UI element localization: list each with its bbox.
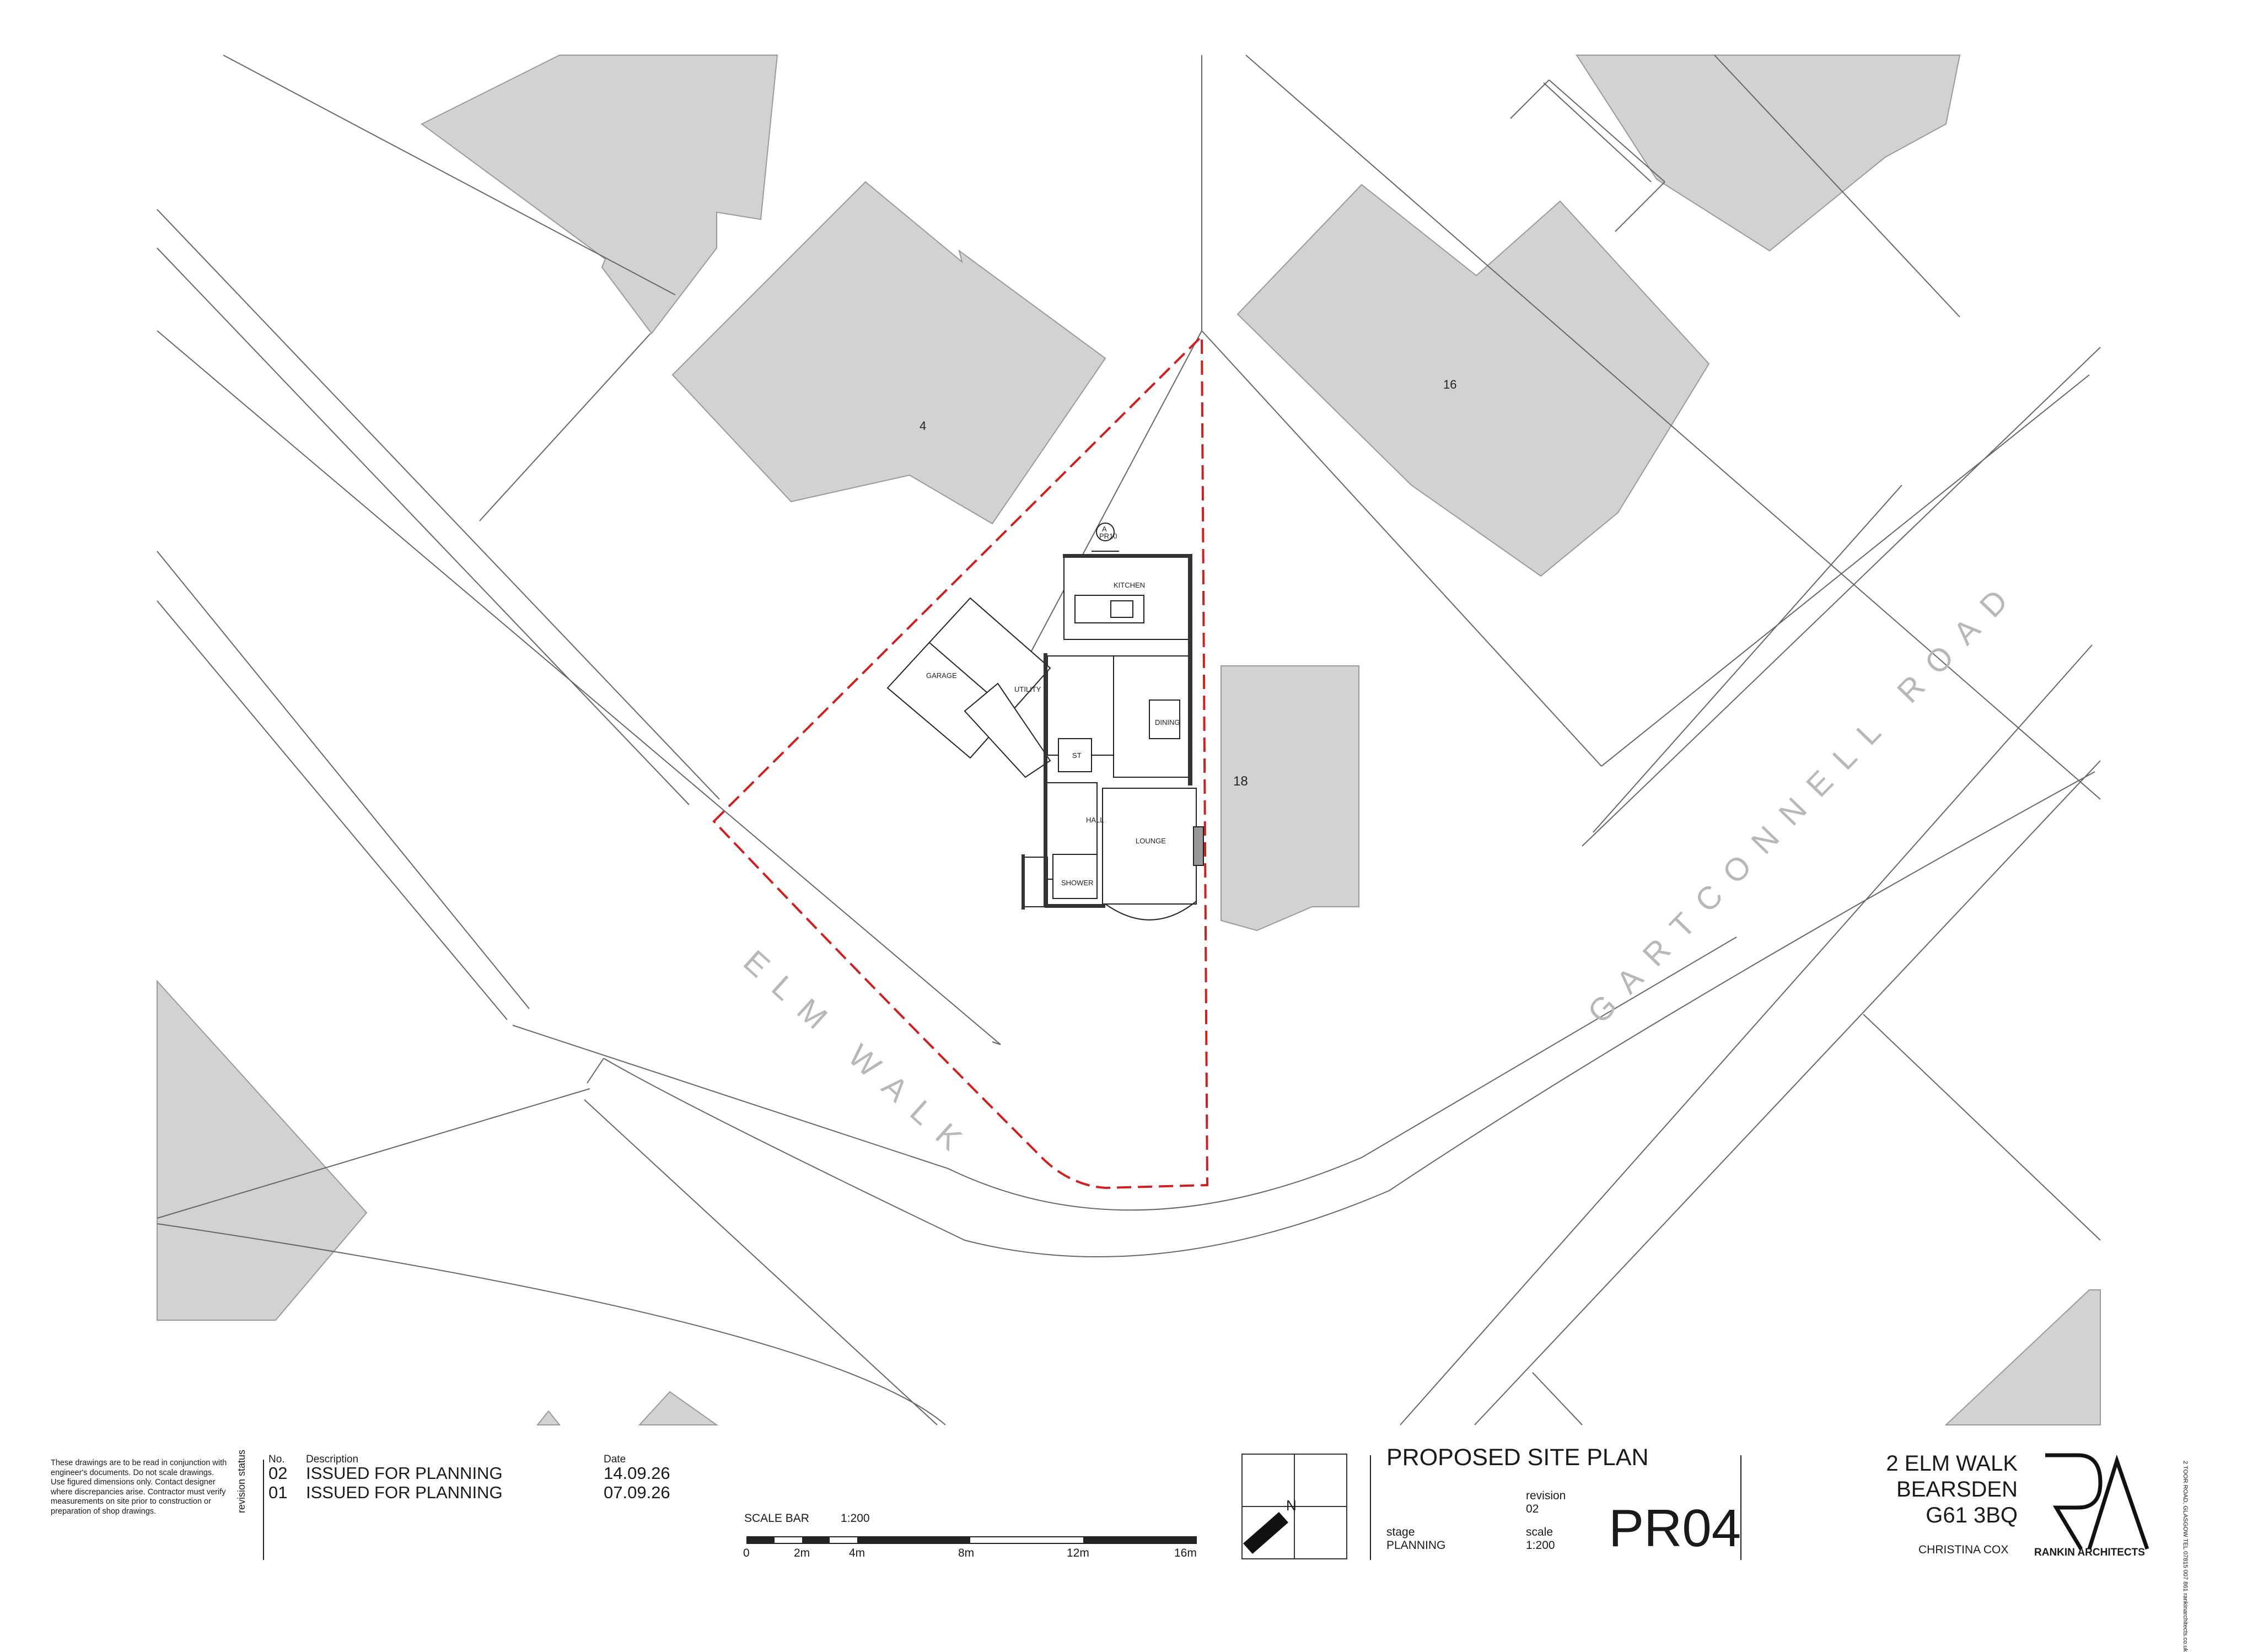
scale-tick: 2m [794,1547,810,1559]
building-bottom-right [1944,1289,2101,1425]
scale-bar-ratio: 1:200 [841,1512,870,1525]
site-address: 2 ELM WALK BEARSDEN G61 3BQ [1836,1451,2018,1529]
revision-row-no: 01 [268,1483,288,1502]
building-top-right [1576,55,1961,252]
address-line-3: G61 3BQ [1926,1503,2018,1527]
house-walls-hatched [1022,554,1192,910]
scale-tick: 0 [743,1547,750,1559]
room-st: ST [1072,751,1082,760]
revision-row-no: 02 [268,1463,288,1483]
section-marker-ref: PR10 [1099,532,1117,540]
scale-value: 1:200 [1526,1539,1555,1552]
revision-row-description: ISSUED FOR PLANNING [306,1483,503,1502]
site-boundary [712,333,1209,1190]
scale-tick: 12m [1067,1547,1089,1559]
plot-lines [157,55,2101,1425]
practice-contact: 2 TOOR ROAD, GLASGOW TEL 07815 007 861 r… [2182,1461,2189,1652]
stage-label: stage [1386,1526,1415,1538]
north-arrow-icon [1243,1512,1288,1554]
building-18 [1221,665,1359,932]
scale-bar-label: SCALE BAR [744,1512,809,1525]
building-4 [671,181,1106,525]
drawing-title: PROPOSED SITE PLAN [1386,1444,1649,1471]
building-top-left [421,55,778,335]
room-garage: GARAGE [926,671,957,680]
revision-status-label: revision status [236,1449,247,1513]
label-house-18: 18 [1233,774,1248,789]
revision-row-date: 14.09.26 [604,1463,670,1483]
client-name: CHRISTINA COX [1918,1543,2009,1556]
label-house-4: 4 [920,419,926,433]
scale-tick: 4m [849,1547,865,1559]
north-point [1241,1454,1347,1559]
north-label: N [1286,1497,1297,1514]
scale-label: scale [1526,1526,1553,1538]
practice-name: RANKIN ARCHITECTS [2034,1547,2145,1558]
label-gartconnell-road: GARTCONNELL ROAD [1581,571,2026,1030]
room-utility: UTILITY [1014,685,1041,693]
revision-description-header: Description [306,1454,359,1465]
room-lounge: LOUNGE [1136,837,1166,845]
house-floor-plan [886,523,1204,921]
revision-label: revision [1526,1489,1566,1502]
scale-bar-graphic [746,1536,1197,1544]
address-line-1: 2 ELM WALK [1886,1451,2018,1476]
section-marker-letter: A [1102,525,1107,533]
address-line-2: BEARSDEN [1896,1477,2018,1502]
general-notes: These drawings are to be read in conjunc… [51,1459,227,1516]
neighbouring-buildings [157,55,2101,1425]
label-house-16: 16 [1443,378,1456,391]
room-dining: DINING [1155,718,1180,727]
revision-row-date: 07.09.26 [604,1483,670,1502]
title-block-lines [263,1455,1741,1560]
practice-logo [2045,1453,2149,1550]
site-plan-drawing: 4 16 18 ELM WALK GARTCONNELL ROAD KITCHE… [157,55,2149,1560]
building-16 [1236,184,1710,577]
building-bottom-small-2 [638,1391,719,1425]
revision-no-header: No. [268,1454,285,1465]
stage-value: PLANNING [1386,1539,1446,1552]
building-bottom-small-1 [536,1410,561,1425]
label-elm-walk: ELM WALK [736,943,981,1168]
revision-row-description: ISSUED FOR PLANNING [306,1463,503,1483]
scale-tick: 16m [1174,1547,1197,1559]
room-shower: SHOWER [1061,879,1094,887]
scale-tick: 8m [958,1547,975,1559]
drawing-code: PR04 [1609,1499,1741,1558]
revision-date-header: Date [604,1454,626,1465]
room-hall: HALL [1086,816,1104,824]
building-bottom-left [157,980,368,1321]
room-kitchen: KITCHEN [1114,581,1145,589]
revision-value: 02 [1526,1503,1539,1515]
